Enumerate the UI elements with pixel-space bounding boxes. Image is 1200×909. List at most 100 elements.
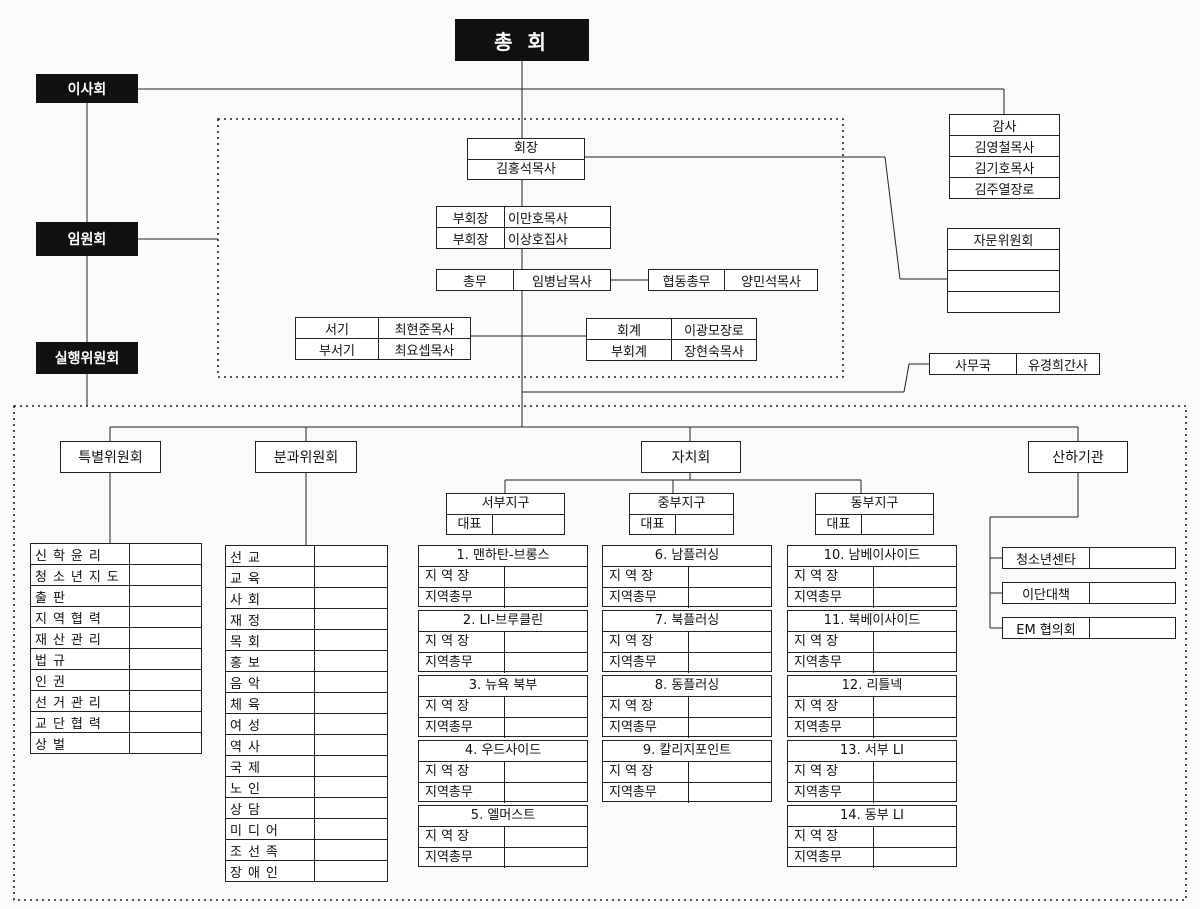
committee-name: 체육 bbox=[225, 692, 315, 714]
list-item: 홍보 bbox=[225, 650, 388, 672]
region-secretary-label: 지역총무 bbox=[419, 653, 505, 673]
region-name: 3. 뉴욕 북부 bbox=[419, 676, 587, 697]
region-name: 9. 칼리지포인트 bbox=[603, 741, 771, 762]
treasurer-name: 장현숙목사 bbox=[671, 339, 757, 361]
office-role: 사무국 bbox=[929, 353, 1017, 375]
committee-name: 상담 bbox=[225, 797, 315, 819]
list-item: 음악 bbox=[225, 671, 388, 693]
region-secretary-value bbox=[689, 588, 771, 608]
region-secretary-value bbox=[505, 783, 587, 803]
list-item: 상담 bbox=[225, 797, 388, 819]
list-item: 출판 bbox=[30, 585, 203, 607]
district-rep: 대표 bbox=[816, 515, 862, 535]
committee-value bbox=[314, 860, 388, 882]
region-secretary-value bbox=[689, 653, 771, 673]
region-leader-value bbox=[689, 762, 771, 782]
district-name: 동부지구 bbox=[816, 494, 933, 515]
affiliate-name: 이단대책 bbox=[1002, 582, 1090, 604]
committee-value bbox=[314, 671, 388, 693]
committee-name: 여성 bbox=[225, 713, 315, 735]
secretary-role: 부서기 bbox=[295, 338, 379, 360]
committee-name: 사회 bbox=[225, 587, 315, 609]
coop-affairs-role: 협동총무 bbox=[647, 269, 726, 291]
affiliate-name: EM 협의회 bbox=[1002, 617, 1090, 639]
district-east: 동부지구 대표 bbox=[815, 493, 934, 535]
committee-name: 교육 bbox=[225, 566, 315, 588]
committee-value bbox=[314, 734, 388, 756]
executive-box: 실행위원회 bbox=[36, 342, 138, 374]
region-leader-value bbox=[874, 762, 956, 782]
vice-president-role: 부회장 bbox=[435, 206, 506, 228]
region-leader-value bbox=[874, 632, 956, 652]
affiliate-heresy: 이단대책 bbox=[1002, 582, 1176, 604]
auditor-title: 감사 bbox=[949, 114, 1060, 136]
region-leader-label: 지 역 장 bbox=[419, 632, 505, 652]
list-item: 역사 bbox=[225, 734, 388, 756]
list-item: 선교 bbox=[225, 545, 388, 567]
committee-name: 역사 bbox=[225, 734, 315, 756]
affiliate-name: 청소년센타 bbox=[1002, 547, 1090, 569]
list-item: 국제 bbox=[225, 755, 388, 777]
region-leader-label: 지 역 장 bbox=[603, 762, 689, 782]
advisory-empty-row bbox=[947, 249, 1060, 271]
advisory-empty-row bbox=[947, 291, 1060, 313]
general-assembly-box: 총 회 bbox=[455, 19, 589, 61]
secretary-name: 최현준목사 bbox=[378, 317, 471, 339]
committee-value bbox=[128, 669, 203, 691]
treasurer-name: 이광모장로 bbox=[671, 318, 757, 340]
committee-value bbox=[314, 608, 388, 630]
region-secretary-label: 지역총무 bbox=[788, 588, 874, 608]
region-leader-label: 지 역 장 bbox=[419, 762, 505, 782]
region-secretary-value bbox=[689, 718, 771, 738]
region-secretary-label: 지역총무 bbox=[603, 653, 689, 673]
region-name: 7. 북플러싱 bbox=[603, 611, 771, 632]
auditor-name: 김주열장로 bbox=[949, 177, 1060, 199]
region-secretary-value bbox=[689, 783, 771, 803]
committee-name: 재정 bbox=[225, 608, 315, 630]
district-name: 서부지구 bbox=[447, 494, 564, 515]
region-name: 6. 남플러싱 bbox=[603, 546, 771, 567]
list-item: 교단협력 bbox=[30, 711, 203, 733]
auditor-name: 김기호목사 bbox=[949, 156, 1060, 178]
list-item: 노인 bbox=[225, 776, 388, 798]
region-secretary-label: 지역총무 bbox=[419, 848, 505, 868]
office-name: 유경희간사 bbox=[1016, 353, 1100, 375]
committee-name: 청소년지도 bbox=[30, 564, 130, 586]
committee-name: 재산관리 bbox=[30, 627, 130, 649]
region-leader-label: 지 역 장 bbox=[603, 632, 689, 652]
region-secretary-value bbox=[505, 718, 587, 738]
committee-name: 신학윤리 bbox=[30, 543, 130, 565]
list-item: 체육 bbox=[225, 692, 388, 714]
list-item: 법규 bbox=[30, 648, 203, 670]
advisory-empty-row bbox=[947, 270, 1060, 292]
region-name: 14. 동부 LI bbox=[788, 806, 956, 827]
region-secretary-value bbox=[874, 848, 956, 868]
committee-name: 교단협력 bbox=[30, 711, 130, 733]
committee-value bbox=[128, 732, 203, 754]
region-leader-label: 지 역 장 bbox=[603, 697, 689, 717]
region-secretary-label: 지역총무 bbox=[419, 783, 505, 803]
committee-value bbox=[128, 564, 203, 586]
committee-value bbox=[314, 797, 388, 819]
committee-name: 조선족 bbox=[225, 839, 315, 861]
list-item: 지역협력 bbox=[30, 606, 203, 628]
committee-value bbox=[314, 776, 388, 798]
region-secretary-label: 지역총무 bbox=[603, 783, 689, 803]
region-leader-value bbox=[689, 697, 771, 717]
region-leader-label: 지 역 장 bbox=[419, 567, 505, 587]
list-item: 조선족 bbox=[225, 839, 388, 861]
region-secretary-label: 지역총무 bbox=[603, 718, 689, 738]
